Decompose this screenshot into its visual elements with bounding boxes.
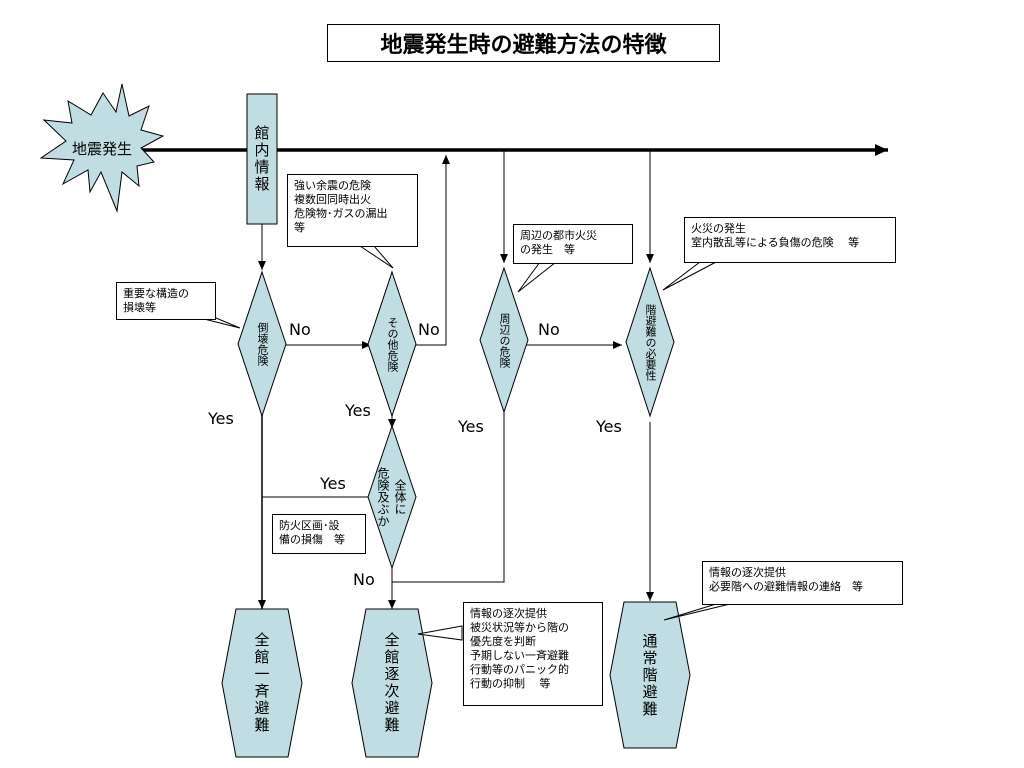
callout-sequential-info: 情報の逐次提供 被災状況等から階の 優先度を判断 予期しない一斉避難 行動等のパ…	[463, 602, 603, 706]
yes-label: Yes	[320, 474, 346, 493]
decision-collapse-label: 倒壊危険	[256, 322, 269, 366]
callout-floor-info: 情報の逐次提供 必要階への避難情報の連絡 等	[702, 561, 903, 605]
decision-surroundings-label: 周辺の危険	[498, 312, 511, 368]
callout-aftershock: 強い余震の危険 複数回同時出火 危険物･ガスの漏出 等	[287, 174, 418, 247]
outcome-all-shape	[221, 608, 303, 758]
start-label: 地震発生	[71, 140, 132, 158]
decision-other-label: その他危険	[386, 316, 399, 372]
decision-floor-shape	[625, 266, 675, 418]
no-label: No	[289, 320, 311, 339]
no-label: No	[353, 570, 375, 589]
page-title: 地震発生時の避難方法の特徴	[327, 24, 720, 62]
decision-collapse-shape	[237, 270, 287, 418]
outcome-seq-label: 全館逐次避難	[382, 632, 401, 734]
outcome-seq-shape	[351, 608, 433, 758]
decision-floor-label: 階避難の必要性	[644, 303, 657, 381]
decision-whole-line2: 危険及ぶか	[376, 467, 390, 527]
decision-surroundings-shape	[479, 266, 529, 414]
outcome-normal-shape	[609, 601, 691, 749]
callout-pointer	[662, 261, 717, 291]
outcome-all-label: 全館一斉避難	[252, 632, 271, 734]
decision-whole-line1: 全体に	[393, 479, 407, 515]
connector	[416, 155, 450, 346]
outcome-normal-label: 通常階避難	[640, 632, 659, 718]
yes-label: Yes	[596, 417, 622, 436]
info-box-shape	[246, 93, 278, 225]
callout-structure-damage: 重要な構造の 損壊等	[116, 282, 216, 320]
yes-label: Yes	[345, 401, 371, 420]
yes-label: Yes	[208, 409, 234, 428]
info-box-label: 館内情報	[252, 125, 271, 193]
callout-fire-zone: 防火区画･設 備の損傷 等	[272, 514, 366, 554]
earthquake-starburst	[39, 83, 165, 213]
callout-pointer	[358, 245, 394, 269]
callout-pointer	[517, 261, 558, 293]
callout-urban-fire: 周辺の都市火災 の発生 等	[513, 224, 633, 264]
no-label: No	[538, 320, 560, 339]
no-label: No	[418, 320, 440, 339]
decision-other-shape	[367, 270, 417, 418]
decision-whole-shape	[367, 424, 417, 570]
decision-whole-label: 全体に 危険及ぶか	[374, 462, 410, 532]
connector	[392, 412, 505, 583]
callout-pointer	[417, 625, 463, 641]
yes-label: Yes	[458, 417, 484, 436]
callout-fire: 火災の発生 室内散乱等による負傷の危険 等	[684, 217, 896, 263]
